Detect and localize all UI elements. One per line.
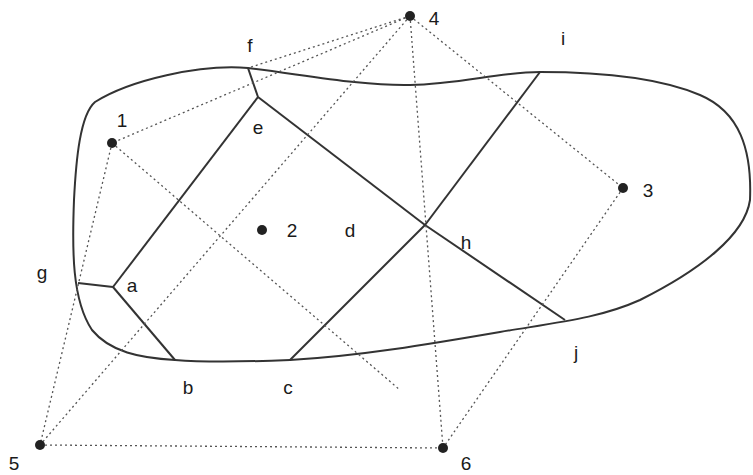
- segment-letter: a: [127, 276, 138, 295]
- point-number: 2: [287, 221, 298, 240]
- segment-letter: g: [37, 263, 48, 282]
- point-number: 6: [461, 453, 472, 472]
- segment-letter: c: [283, 378, 293, 397]
- segment-letter: j: [574, 343, 578, 362]
- port-dots: [35, 11, 628, 453]
- segment-letter: e: [253, 118, 264, 137]
- projection-lines: [40, 16, 623, 448]
- point-number: 4: [429, 9, 440, 28]
- segment-letter: f: [247, 36, 252, 55]
- point-number: 1: [117, 111, 128, 130]
- point-number: 3: [643, 181, 654, 200]
- segment-letter: d: [345, 221, 356, 240]
- liver-outline: [73, 67, 750, 361]
- point-number: 5: [9, 453, 20, 472]
- segment-letter: h: [461, 233, 472, 252]
- segment-letter: b: [183, 378, 194, 397]
- segment-letter: i: [561, 29, 565, 48]
